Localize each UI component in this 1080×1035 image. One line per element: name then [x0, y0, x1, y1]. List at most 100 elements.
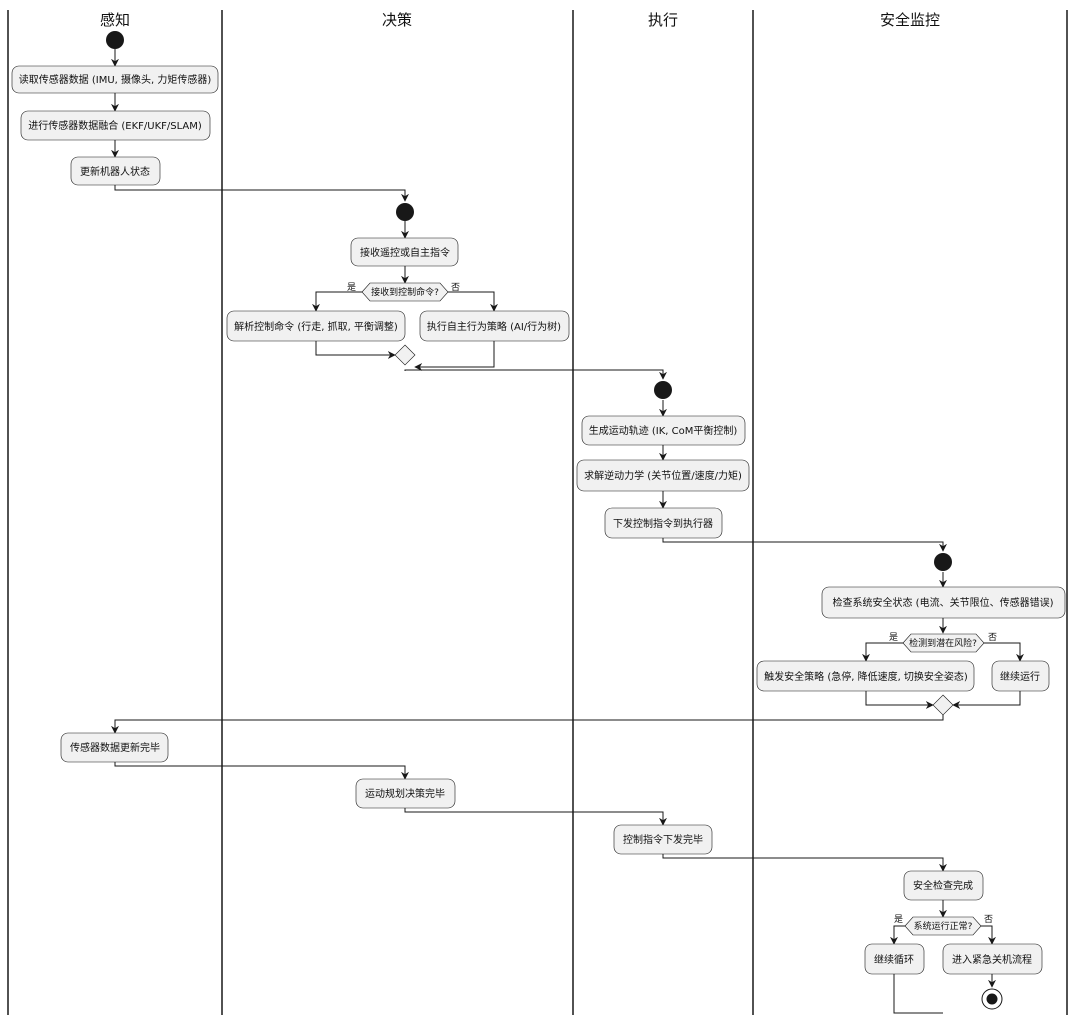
action-box	[20, 110, 211, 141]
action-label: 接收遥控或自主指令	[360, 246, 450, 259]
lane-title-execution: 执行	[648, 11, 678, 29]
action-box	[991, 660, 1050, 692]
action-node: 安全检查完成	[903, 870, 984, 901]
action-box	[355, 778, 456, 809]
action-box	[11, 65, 219, 94]
action-node: 运动规划决策完毕	[355, 778, 456, 809]
flow-edge	[414, 341, 495, 371]
flow-edge	[865, 691, 934, 709]
flow-edge	[404, 369, 667, 380]
action-node: 求解逆动力学 (关节位置/速度/力矩)	[576, 459, 750, 492]
action-node: 检查系统安全状态 (电流、关节限位、传感器错误)	[821, 586, 1066, 619]
action-box	[903, 870, 984, 901]
decision-shape	[904, 916, 982, 936]
decision-node: 系统运行正常? 是 否	[894, 914, 993, 936]
action-box	[942, 943, 1043, 975]
action-label: 检查系统安全状态 (电流、关节限位、传感器错误)	[833, 596, 1054, 609]
lane-title-perception: 感知	[100, 11, 130, 29]
action-node: 传感器数据更新完毕	[60, 732, 169, 763]
decision-label: 接收到控制命令?	[371, 286, 439, 298]
action-label: 传感器数据更新完毕	[70, 741, 160, 754]
action-box	[613, 824, 713, 855]
action-node: 更新机器人状态	[70, 156, 161, 186]
flow-edge	[890, 925, 905, 945]
action-box	[350, 237, 459, 267]
action-node: 生成运动轨迹 (IK, CoM平衡控制)	[581, 415, 746, 446]
decision-label: 系统运行正常?	[914, 920, 973, 932]
action-box	[604, 507, 723, 539]
merge-diamond	[932, 694, 954, 716]
action-node: 解析控制命令 (行走, 抓取, 平衡调整)	[226, 310, 406, 342]
flow-edge	[448, 291, 498, 312]
flow-edge	[312, 291, 362, 312]
start-node	[396, 203, 414, 221]
action-box	[581, 415, 746, 446]
lane-title-safety: 安全监控	[880, 11, 940, 29]
start-node	[106, 31, 124, 49]
flow-edges	[111, 49, 1024, 1014]
action-label: 生成运动轨迹 (IK, CoM平衡控制)	[589, 424, 738, 437]
end-node-core	[986, 993, 998, 1005]
branch-yes-label: 是	[889, 632, 898, 643]
flow-edge	[114, 185, 409, 202]
start-end-nodes	[106, 31, 1003, 1010]
flow-edge	[862, 642, 903, 662]
action-box	[226, 310, 406, 342]
merge-diamond	[394, 344, 416, 366]
start-node	[934, 553, 952, 571]
flow-edge	[952, 691, 1021, 709]
decision-nodes: 接收到控制命令? 是 否 检测到潜在风险? 是 否 系统运行正常? 是 否	[347, 282, 997, 936]
action-node: 进行传感器数据融合 (EKF/UKF/SLAM)	[20, 110, 211, 141]
action-box	[756, 660, 975, 692]
flow-edge	[893, 974, 943, 1014]
action-label: 更新机器人状态	[80, 165, 150, 178]
activity-nodes: 读取传感器数据 (IMU, 摄像头, 力矩传感器) 进行传感器数据融合 (EKF…	[11, 65, 1066, 975]
flow-edge	[662, 854, 947, 872]
action-label: 控制指令下发完毕	[623, 833, 703, 846]
action-label: 运动规划决策完毕	[365, 787, 445, 800]
flow-edge	[114, 762, 409, 780]
action-box	[70, 156, 161, 186]
swimlane-dividers	[7, 10, 1068, 1015]
action-label: 继续运行	[1000, 670, 1040, 683]
branch-no-label: 否	[984, 914, 993, 925]
decision-label: 检测到潜在风险?	[909, 637, 977, 649]
decision-node: 接收到控制命令? 是 否	[347, 282, 460, 302]
decision-shape	[902, 633, 985, 653]
flow-edge	[111, 715, 944, 734]
decision-node: 检测到潜在风险? 是 否	[889, 632, 997, 653]
action-label: 求解逆动力学 (关节位置/速度/力矩)	[584, 469, 742, 482]
action-label: 安全检查完成	[913, 879, 973, 892]
merge-shape	[394, 344, 416, 366]
merge-shape	[932, 694, 954, 716]
action-label: 进行传感器数据融合 (EKF/UKF/SLAM)	[28, 119, 202, 132]
action-node: 执行自主行为策略 (AI/行为树)	[419, 310, 570, 342]
flow-edge	[315, 341, 396, 359]
flow-edge	[662, 538, 947, 552]
action-box	[864, 943, 925, 975]
branch-yes-label: 是	[894, 914, 903, 925]
lane-titles: 感知 决策 执行 安全监控	[100, 11, 940, 29]
action-box	[821, 586, 1066, 619]
action-box	[60, 732, 169, 763]
branch-yes-label: 是	[347, 282, 356, 293]
lane-title-decision: 决策	[382, 11, 412, 29]
action-label: 下发控制指令到执行器	[613, 517, 713, 530]
start-node	[654, 381, 672, 399]
action-label: 解析控制命令 (行走, 抓取, 平衡调整)	[234, 320, 398, 333]
branch-no-label: 否	[988, 632, 997, 643]
action-label: 进入紧急关机流程	[952, 953, 1032, 966]
action-label: 触发安全策略 (急停, 降低速度, 切换安全姿态)	[764, 670, 968, 683]
action-box	[576, 459, 750, 492]
action-node: 进入紧急关机流程	[942, 943, 1043, 975]
flow-edge	[404, 808, 667, 826]
action-node: 下发控制指令到执行器	[604, 507, 723, 539]
action-label: 继续循环	[874, 953, 914, 966]
decision-shape	[361, 282, 449, 302]
action-box	[419, 310, 570, 342]
action-node: 触发安全策略 (急停, 降低速度, 切换安全姿态)	[756, 660, 975, 692]
action-label: 读取传感器数据 (IMU, 摄像头, 力矩传感器)	[19, 73, 212, 86]
branch-no-label: 否	[451, 282, 460, 293]
action-node: 控制指令下发完毕	[613, 824, 713, 855]
